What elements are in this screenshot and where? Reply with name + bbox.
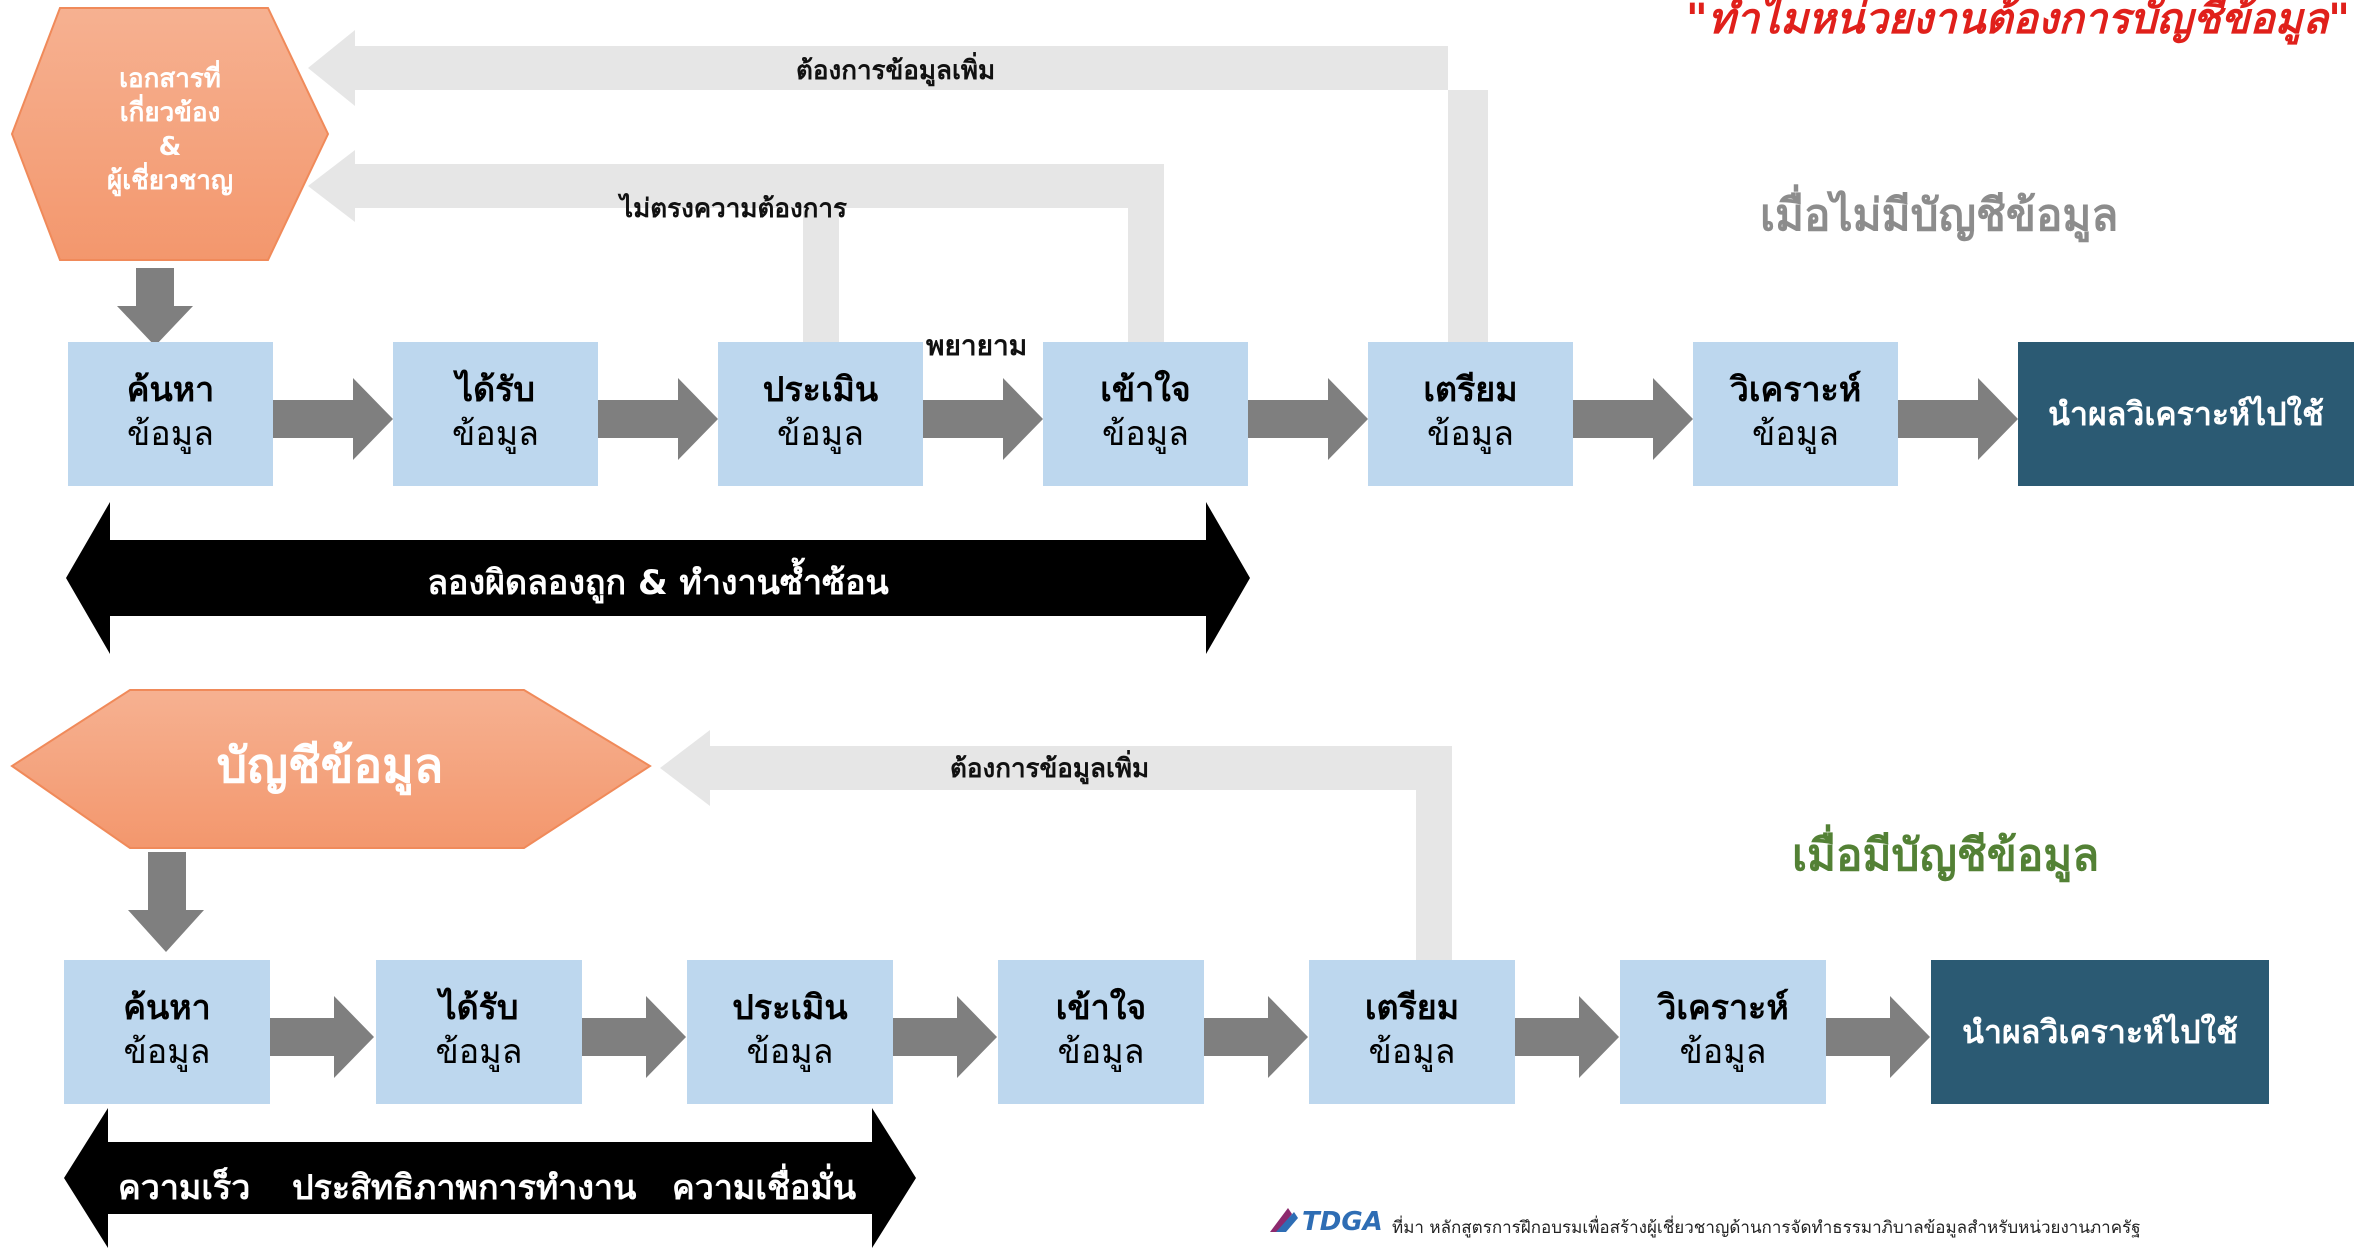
feedback-label-more-bottom: ต้องการข้อมูลเพิ่ม: [950, 754, 1150, 784]
source-hexagon-top: [10, 7, 330, 261]
source-hexagon-bottom-text: บัญชีข้อมูล: [216, 738, 444, 794]
step-analyze-bottom: วิเคราะห์ ข้อมูล: [1620, 960, 1826, 1104]
feedback-label-more-top: ต้องการข้อมูลเพิ่ม: [796, 56, 996, 86]
step-subtitle: ข้อมูล: [1679, 1032, 1767, 1072]
step-subtitle: ข้อมูล: [1368, 1032, 1456, 1072]
heading-without-catalog: เมื่อไม่มีบัญชีข้อมูล: [1760, 190, 2119, 241]
footer-source: ที่มา หลักสูตรการฝึกอบรมเพื่อสร้างผู้เชี…: [1392, 1218, 2141, 1238]
step-subtitle: ข้อมูล: [1102, 414, 1189, 454]
bar-item-confidence: ความเชื่อมั่น: [672, 1168, 857, 1208]
hex-line: &: [158, 132, 182, 162]
step-title: เข้าใจ: [1100, 370, 1191, 410]
step-title: วิเคราะห์: [1657, 988, 1789, 1028]
step-understand-top: เข้าใจ ข้อมูล: [1043, 342, 1248, 486]
step-use-results-bottom: นำผลวิเคราะห์ไปใช้: [1931, 960, 2269, 1104]
step-title: วิเคราะห์: [1729, 370, 1862, 410]
step-title: ประเมิน: [762, 370, 879, 410]
step-evaluate-bottom: ประเมิน ข้อมูล: [687, 960, 893, 1104]
step-title: ได้รับ: [455, 370, 536, 410]
footer-logo: TDGA: [1302, 1207, 1383, 1237]
try-label: พยายาม: [926, 329, 1028, 362]
step-title: ค้นหา: [123, 988, 211, 1028]
feedback-label-mismatch-top: ไม่ตรงความต้องการ: [620, 194, 847, 224]
step-subtitle: ข้อมูล: [777, 414, 864, 454]
tdga-logo-mark: [1270, 1208, 1298, 1232]
step-subtitle: ข้อมูล: [435, 1032, 523, 1072]
step-subtitle: ข้อมูล: [1057, 1032, 1145, 1072]
step-subtitle: ข้อมูล: [127, 414, 214, 454]
step-use-results-top: นำผลวิเคราะห์ไปใช้: [2018, 342, 2354, 486]
flow-arrows-top: [273, 378, 2018, 460]
page-title: "ทำไมหน่วยงานต้องการบัญชีข้อมูล": [1685, 0, 2350, 43]
step-subtitle: ข้อมูล: [452, 414, 539, 454]
source-hexagon-top-text: เอกสารที่ เกี่ยวข้อง & ผู้เชี่ยวชาญ: [40, 62, 300, 198]
down-arrow-top: [117, 268, 193, 346]
step-subtitle: ข้อมูล: [1427, 414, 1514, 454]
step-title: เข้าใจ: [1055, 988, 1147, 1028]
source-hexagon-bottom: [10, 689, 652, 849]
step-title: เตรียม: [1423, 370, 1518, 410]
step-subtitle: ข้อมูล: [1752, 414, 1839, 454]
step-search-top: ค้นหา ข้อมูล: [68, 342, 273, 486]
step-receive-top: ได้รับ ข้อมูล: [393, 342, 598, 486]
feedback-arrow-mismatch-top: [308, 150, 1164, 342]
hex-line: เกี่ยวข้อง: [119, 98, 221, 128]
step-subtitle: ข้อมูล: [746, 1032, 834, 1072]
heading-with-catalog: เมื่อมีบัญชีข้อมูล: [1792, 830, 2100, 881]
step-receive-bottom: ได้รับ ข้อมูล: [376, 960, 582, 1104]
hex-line: ผู้เชี่ยวชาญ: [106, 166, 233, 196]
double-arrow-bar-bottom: [64, 1108, 916, 1248]
feedback-riser-evaluate-top: [803, 208, 839, 342]
bar-item-speed: ความเร็ว: [118, 1168, 251, 1208]
down-arrow-bottom: [128, 852, 204, 952]
step-analyze-top: วิเคราะห์ ข้อมูล: [1693, 342, 1898, 486]
bar-item-efficiency: ประสิทธิภาพการทำงาน: [292, 1168, 637, 1208]
feedback-arrow-more-bottom: [660, 730, 1452, 960]
step-title: เตรียม: [1364, 988, 1460, 1028]
step-subtitle: ข้อมูล: [123, 1032, 211, 1072]
hex-line: เอกสารที่: [119, 64, 221, 94]
bar-text-top: ลองผิดลองถูก & ทำงานซ้ำซ้อน: [427, 563, 889, 603]
flow-arrows-bottom: [270, 996, 1930, 1078]
step-evaluate-top: ประเมิน ข้อมูล: [718, 342, 923, 486]
feedback-arrow-more-top: [308, 30, 1488, 342]
step-title: ค้นหา: [126, 370, 215, 410]
double-arrow-bar-top: [66, 502, 1250, 654]
step-title: ได้รับ: [439, 988, 519, 1028]
step-title: ประเมิน: [732, 988, 848, 1028]
step-search-bottom: ค้นหา ข้อมูล: [64, 960, 270, 1104]
step-prepare-top: เตรียม ข้อมูล: [1368, 342, 1573, 486]
step-prepare-bottom: เตรียม ข้อมูล: [1309, 960, 1515, 1104]
step-understand-bottom: เข้าใจ ข้อมูล: [998, 960, 1204, 1104]
